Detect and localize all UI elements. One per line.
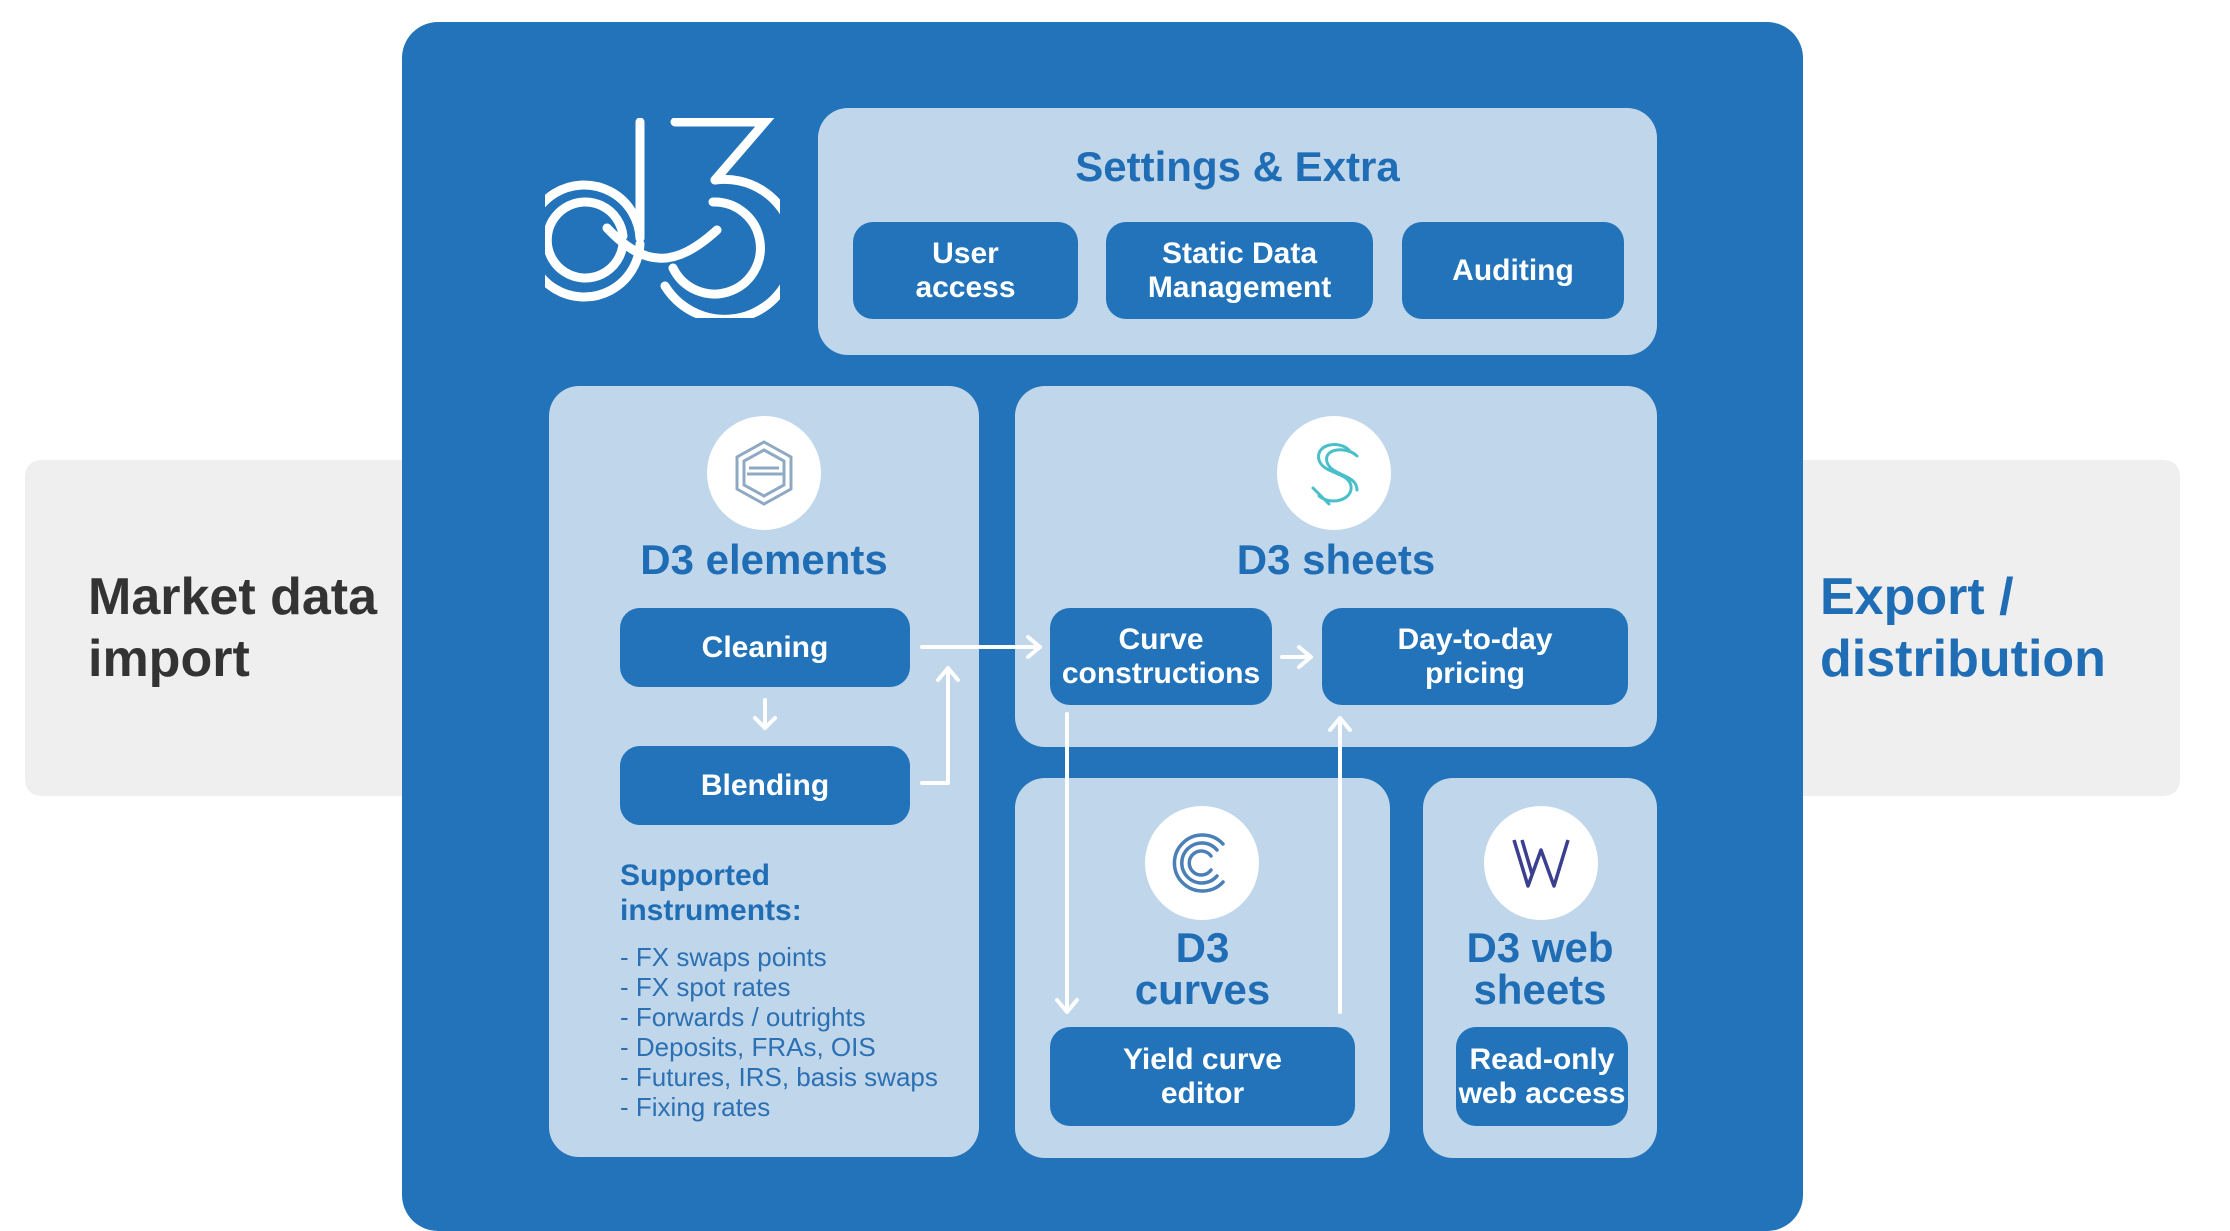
day-to-day-pricing-button[interactable]: Day-to-day pricing xyxy=(1322,608,1628,705)
export-distribution-label: Export / distribution xyxy=(1820,568,2106,688)
static-data-management-button[interactable]: Static Data Management xyxy=(1106,222,1373,319)
c-logo-icon xyxy=(1145,806,1259,920)
cleaning-button[interactable]: Cleaning xyxy=(620,608,910,687)
blending-button[interactable]: Blending xyxy=(620,746,910,825)
export-distribution-arrow xyxy=(1685,460,2180,796)
list-item: - FX spot rates xyxy=(620,972,791,1002)
list-item: - Fixing rates xyxy=(620,1092,771,1122)
list-item: - Forwards / outrights xyxy=(620,1002,866,1032)
instruments-list: - FX swaps points - FX spot rates - Forw… xyxy=(620,942,960,1122)
list-item: - Deposits, FRAs, OIS xyxy=(620,1032,876,1062)
curve-constructions-button[interactable]: Curve constructions xyxy=(1050,608,1272,705)
market-data-import-label: Market data import xyxy=(88,568,377,688)
user-access-button[interactable]: User access xyxy=(853,222,1078,319)
auditing-button[interactable]: Auditing xyxy=(1402,222,1624,319)
settings-extra-title: Settings & Extra xyxy=(1075,143,1400,190)
e-logo-icon xyxy=(707,416,821,530)
read-only-web-access-button[interactable]: Read-only web access xyxy=(1456,1027,1628,1126)
d3-elements-title: D3 elements xyxy=(640,536,888,583)
d3-sheets-title: D3 sheets xyxy=(1236,536,1436,583)
d3-curves-title: D3 curves xyxy=(1134,924,1271,1013)
list-item: - Futures, IRS, basis swaps xyxy=(620,1062,938,1092)
d3-logo-icon xyxy=(545,118,780,318)
w-logo-icon xyxy=(1484,806,1598,920)
list-item: - FX swaps points xyxy=(620,942,827,972)
d3-web-sheets-title: D3 web sheets xyxy=(1466,924,1614,1013)
yield-curve-editor-button[interactable]: Yield curve editor xyxy=(1050,1027,1355,1126)
supported-instruments-title: Supported instruments: xyxy=(620,859,802,927)
s-logo-icon xyxy=(1277,416,1391,530)
